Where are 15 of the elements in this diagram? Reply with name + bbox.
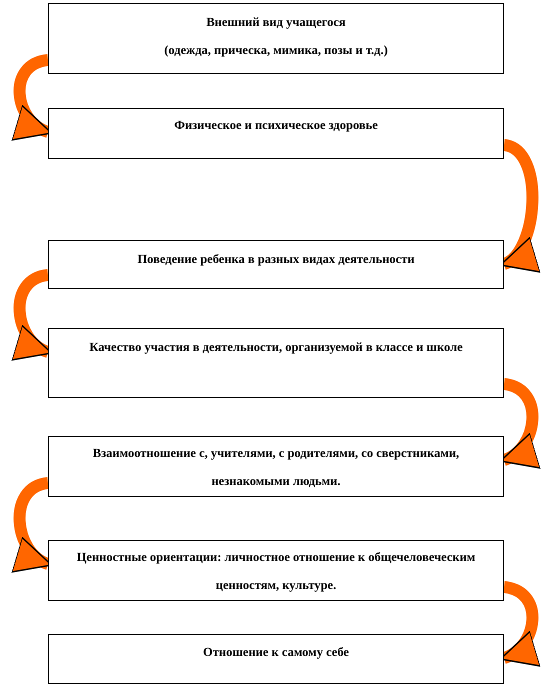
process-box <box>48 540 504 601</box>
process-box <box>48 634 504 684</box>
process-box <box>48 108 504 159</box>
process-box <box>48 328 504 398</box>
box-text: Внешний вид учащегося <box>206 14 346 31</box>
process-box <box>48 3 504 74</box>
process-box <box>48 436 504 497</box>
box-text: (одежда, прическа, мимика, позы и т.д.) <box>164 42 388 59</box>
box-text: Физическое и психическое здоровье <box>174 117 378 134</box>
box-text: Качество участия в деятельности, организуемой в классе и школе <box>89 339 463 356</box>
process-box <box>48 240 504 289</box>
box-text: Отношение к самому себе <box>203 644 349 661</box>
box-text: Ценностные ориентации: личностное отношение к общечеловеческим ценностям, культуре. <box>76 549 476 594</box>
box-text: Взаимоотношение с, учителями, с родителями, со сверстниками, незнакомыми людьми. <box>92 445 460 490</box>
box-text: Поведение ребенка в разных видах деятельности <box>137 251 415 268</box>
